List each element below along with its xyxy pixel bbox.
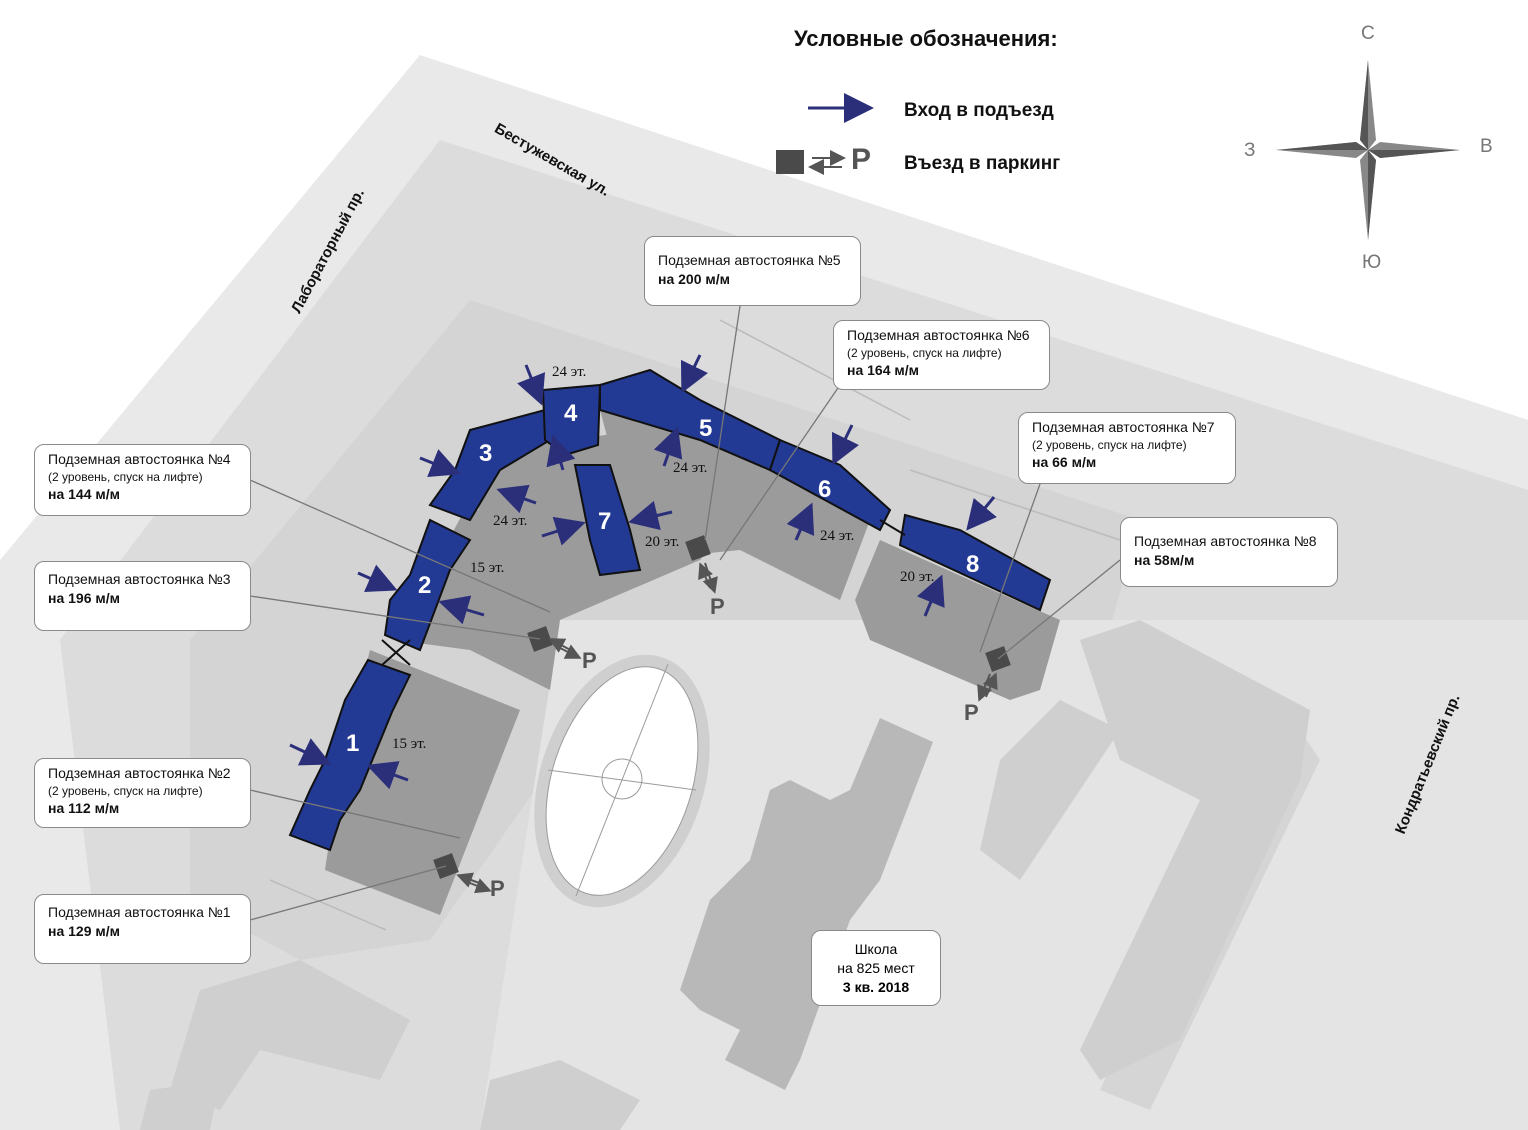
parking-entrance-p-label: P [582,648,597,673]
building-floors-2: 15 эт. [470,560,505,576]
parking-capacity: на 129 м/м [48,923,120,939]
building-number-6: 6 [818,476,832,503]
legend-title: Условные обозначения: [794,26,1058,51]
building-8[interactable] [898,513,1052,612]
building-floors-6: 24 эт. [820,528,855,544]
leader-lines [249,305,1121,921]
building-1[interactable] [288,658,412,852]
parking-capacity: на 164 м/м [847,362,919,378]
parking-note: (2 уровень, спуск на лифте) [847,346,1002,360]
parking-title: Подземная автостоянка №2 [48,765,231,781]
building-floors-8: 20 эт. [900,569,935,585]
parking-title: Подземная автостоянка №3 [48,571,231,587]
legend-parking-label: Въезд в паркинг [904,153,1061,174]
building-number-5: 5 [699,415,713,442]
parking-title: Подземная автостоянка №4 [48,451,231,467]
legend-parking-box-icon [776,150,804,174]
parking-note: (2 уровень, спуск на лифте) [1032,438,1187,452]
parking-stripes [269,319,1121,931]
stadium [534,654,710,908]
compass-south: Ю [1362,252,1382,273]
building-number-4: 4 [564,400,578,427]
building-number-1: 1 [346,730,360,757]
entrance-arrows [289,354,997,790]
parking-callout-4[interactable]: Подземная автостоянка №4 (2 уровень, спу… [34,444,251,516]
parking-callout-2[interactable]: Подземная автостоянка №2 (2 уровень, спу… [34,758,251,828]
parking-capacity: на 66 м/м [1032,454,1097,470]
building-floors-1: 15 эт. [392,736,427,752]
building-floors-5: 24 эт. [673,460,708,476]
building-floors-4: 24 эт. [552,364,587,380]
parking-note: (2 уровень, спуск на лифте) [48,470,203,484]
parking-callout-1[interactable]: Подземная автостоянка №1 на 129 м/м [34,894,251,964]
parking-capacity: на 144 м/м [48,486,120,502]
parking-capacity: на 200 м/м [658,271,730,287]
parking-capacity: на 196 м/м [48,590,120,606]
parking-callout-6[interactable]: Подземная автостоянка №6 (2 уровень, спу… [833,320,1050,390]
buildings [288,368,1052,852]
compass-west: З [1244,140,1256,161]
parking-title: Подземная автостоянка №8 [1134,533,1317,549]
school-callout[interactable]: Школа на 825 мест 3 кв. 2018 [811,930,941,1006]
compass-east: В [1480,136,1493,157]
parking-callout-8[interactable]: Подземная автостоянка №8 на 58м/м [1120,517,1338,587]
building-2[interactable] [383,518,472,652]
legend-entrance-label: Вход в подъезд [904,100,1054,121]
connectors [381,519,906,666]
parking-callout-5[interactable]: Подземная автостоянка №5 на 200 м/м [644,236,861,306]
parking-title: Подземная автостоянка №6 [847,327,1030,343]
legend-parking-symbol: P [851,143,872,176]
compass-north: С [1361,23,1375,44]
parking-entrance-p-label: P [710,594,725,619]
building-floors-3: 24 эт. [493,513,528,529]
building-number-2: 2 [418,572,432,599]
building-number-8: 8 [966,551,980,578]
school-capacity: на 825 мест [837,960,915,976]
school-name: Школа [854,941,898,957]
parking-title: Подземная автостоянка №5 [658,252,841,268]
building-number-3: 3 [479,440,493,467]
school-date: 3 кв. 2018 [842,979,910,995]
building-7[interactable] [768,438,892,532]
parking-title: Подземная автостоянка №7 [1032,419,1215,435]
courtyards [325,410,1060,1090]
parking-capacity: на 112 м/м [48,800,120,816]
parking-capacity: на 58м/м [1134,552,1195,568]
compass-rose-icon [1276,60,1460,240]
building-5[interactable] [573,464,642,577]
building-number-7: 7 [598,508,612,535]
parking-title: Подземная автостоянка №1 [48,904,231,920]
parking-entrance-p-label: P [964,700,979,725]
legend-symbols [776,93,874,175]
parking-note: (2 уровень, спуск на лифте) [48,784,203,798]
parking-entrance-p-label: P [490,876,505,901]
building-floors-7: 20 эт. [645,534,680,550]
parking-callout-3[interactable]: Подземная автостоянка №3 на 196 м/м [34,561,251,631]
parking-callout-7[interactable]: Подземная автостоянка №7 (2 уровень, спу… [1018,412,1236,484]
